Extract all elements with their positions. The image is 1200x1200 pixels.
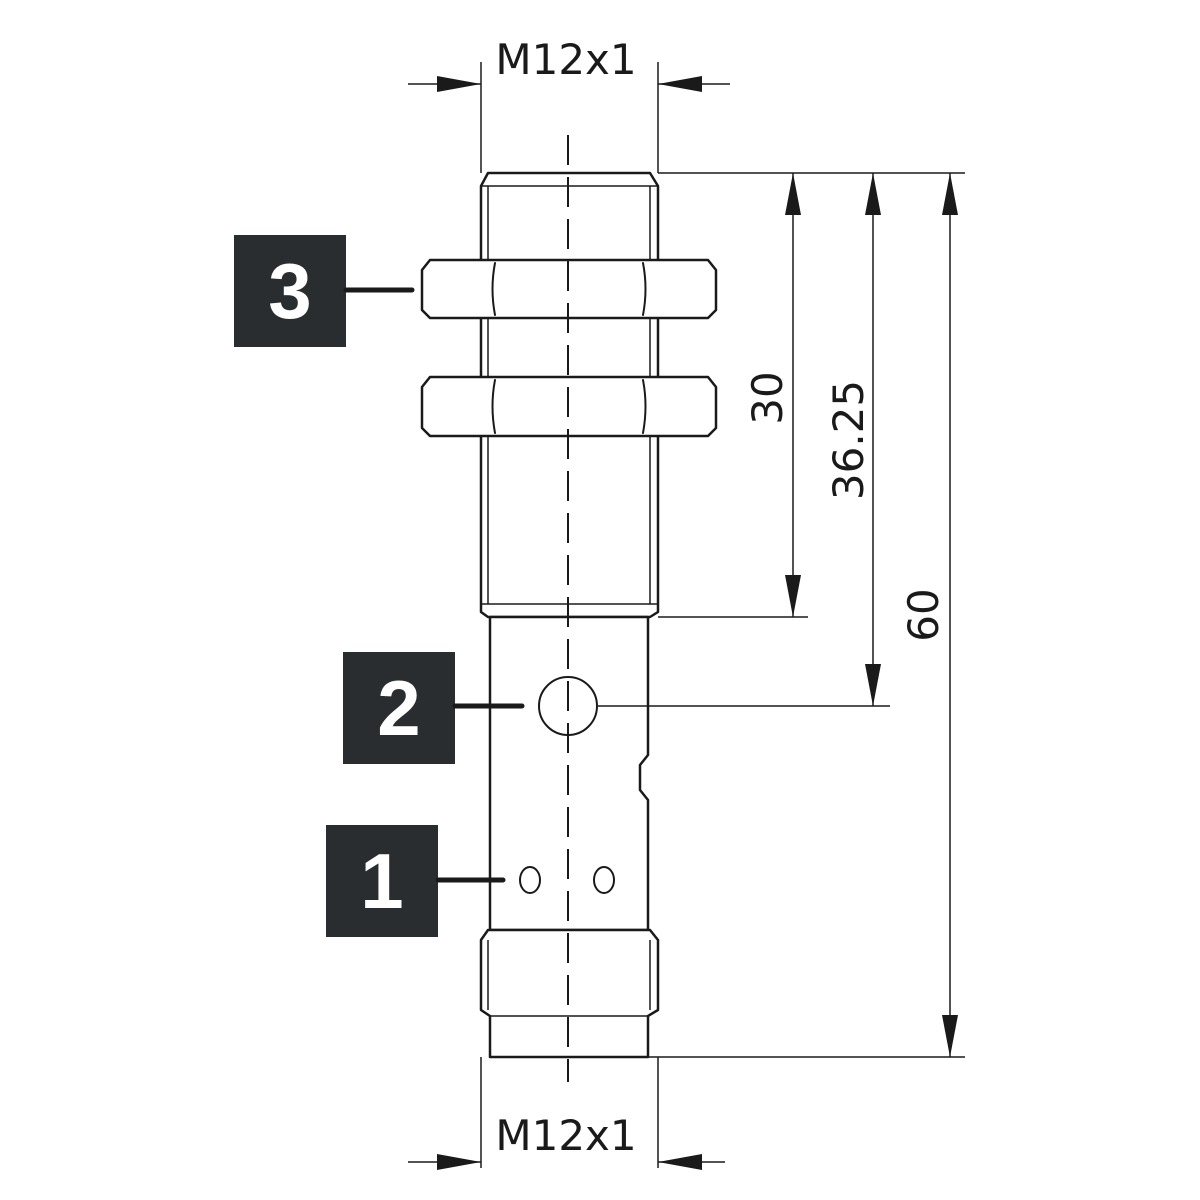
dimension-length-36-25: 36.25	[824, 173, 881, 706]
dimension-length-60: 60	[899, 173, 958, 1057]
callout-label-2: 2	[377, 664, 420, 752]
callout-box-3	[234, 235, 346, 347]
callout-box-1	[326, 825, 438, 937]
adjustment-hole-right	[593, 866, 615, 894]
callout-label-3: 3	[268, 247, 311, 335]
connector-thread-section	[479, 928, 660, 1059]
callout-label-1: 1	[360, 837, 403, 925]
callout-box-2	[343, 652, 455, 764]
extension-lines	[480, 62, 965, 1168]
callout-1: 1	[326, 825, 506, 937]
dimension-label-thread-top: M12x1	[495, 35, 636, 84]
dimension-label-60: 60	[899, 588, 948, 641]
callout-2: 2	[343, 652, 525, 764]
sensor-body	[420, 135, 718, 1082]
dimension-label-30: 30	[743, 371, 792, 424]
callout-3: 3	[234, 235, 415, 347]
dimension-thread-top: M12x1	[408, 35, 730, 92]
dimension-thread-bottom: M12x1	[408, 1111, 725, 1170]
dimension-label-36-25: 36.25	[824, 380, 873, 500]
adjustment-hole-left	[519, 866, 541, 894]
dimension-label-thread-bottom: M12x1	[495, 1111, 636, 1160]
dimension-length-30: 30	[743, 173, 801, 617]
